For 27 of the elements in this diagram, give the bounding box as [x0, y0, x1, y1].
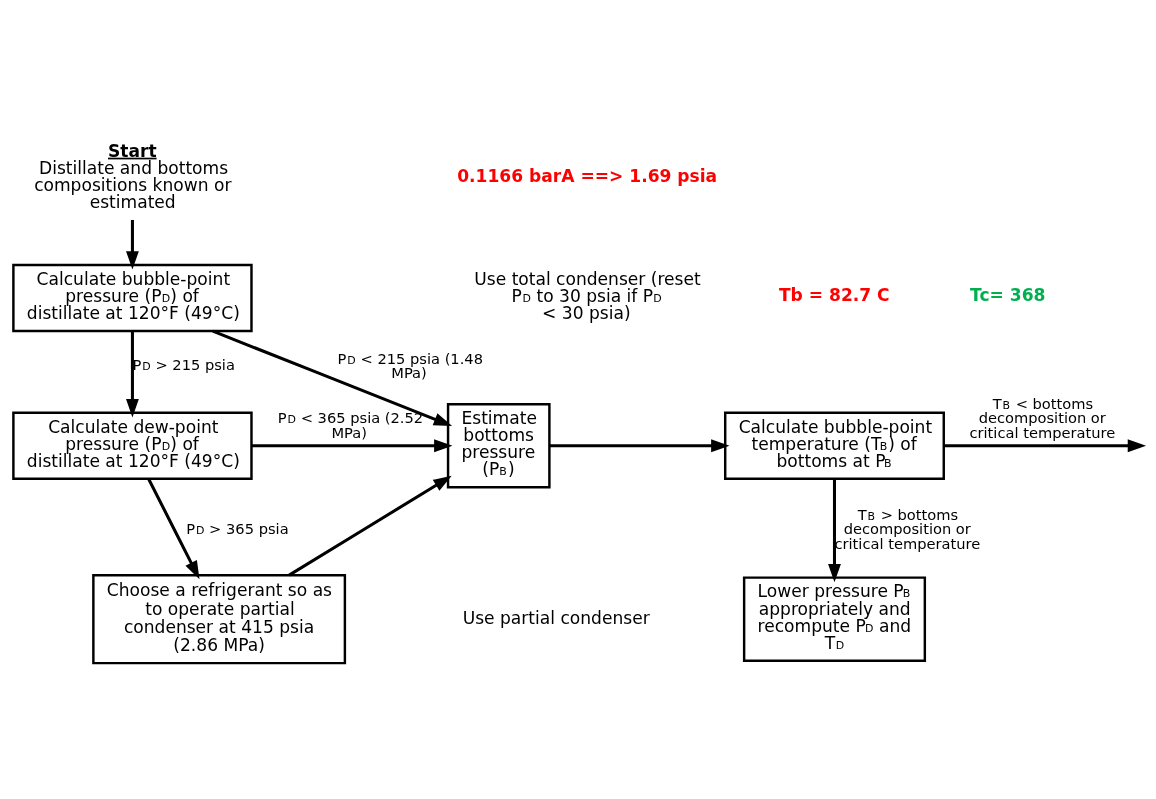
label: Tb = 82.7 C [778, 284, 890, 305]
edge-label: PD > 215 psia [132, 355, 235, 373]
arrow [212, 329, 453, 426]
edge-label: TB < bottoms decomposition or critical temperature [969, 394, 1116, 441]
label: Use partial condenser [462, 607, 650, 628]
node-box: Estimate bottoms pressure (PB) [446, 402, 551, 489]
node-box: Lower pressure PB appropriately and recompute PD and TD [742, 575, 927, 662]
edge-label: PD < 365 psia (2.52 MPa) [277, 408, 424, 441]
arrow [251, 438, 453, 452]
node-box: Choose a refrigerant so as to operate partial condenser at 415 psia (2.86 MPa) [92, 573, 347, 664]
node-box: Calculate bubble-point temperature (TB) of bottoms at PB [724, 411, 945, 480]
node-box: Calculate bubble-point pressure (PD) of distillate at 120°F (49°C) [12, 263, 253, 332]
edge-label: PD < 215 psia (1.48 MPa) [337, 348, 483, 381]
edge-label: TB > bottoms decomposition or critical temperature [834, 505, 981, 552]
node-text: Start Distillate and bottoms compositions known or estimated [34, 140, 232, 212]
arrow [126, 330, 139, 417]
label: Tc= 368 [970, 284, 1046, 305]
edge-label: PD > 365 psia [186, 519, 289, 537]
arrow [943, 438, 1147, 452]
arrow [126, 219, 139, 270]
label: 0.1166 barA ==> 1.69 psia [457, 165, 718, 186]
arrow [828, 478, 841, 582]
arrow [288, 475, 452, 576]
node-box: Calculate dew-point pressure (PD) of distillate at 120°F (49°C) [12, 411, 253, 480]
arrow [147, 477, 200, 579]
arrow [549, 438, 730, 452]
label: Use total condenser (reset PD to 30 psia if PD < 30 psia) [474, 268, 701, 323]
